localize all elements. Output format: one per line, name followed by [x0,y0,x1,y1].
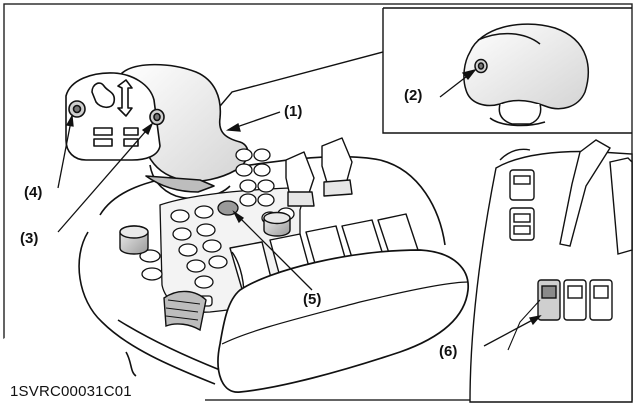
leader-lines [57,68,542,347]
callout-1: (1) [284,103,303,120]
leader-4 [57,115,73,189]
leader-5 [233,211,313,291]
callout-2: (2) [404,87,423,104]
main-joystick [65,63,249,200]
button-5-icon [217,200,239,216]
callout-6: (6) [439,343,458,360]
callout-4: (4) [24,184,43,201]
callout-5: (5) [303,291,322,308]
armrest [217,249,469,393]
callout-3: (3) [20,230,39,247]
leader-3 [57,123,153,233]
right-panel [469,139,633,403]
lever-row-rear [285,137,353,207]
rotary-knobs [119,211,291,332]
figure-code: 1SVRC00031C01 [10,383,132,400]
joystick-detail [463,23,589,127]
leader-6 [483,315,541,347]
